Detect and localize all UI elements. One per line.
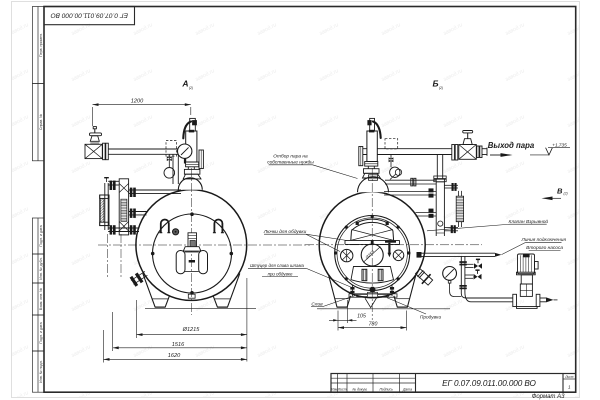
svg-text:Клапан Взрывной: Клапан Взрывной (509, 218, 549, 225)
svg-text:А: А (181, 79, 188, 89)
svg-text:ЕГ 0.07.09.011.00.000 ВО: ЕГ 0.07.09.011.00.000 ВО (442, 379, 536, 388)
svg-text:(2): (2) (439, 86, 443, 90)
svg-text:Справ. №: Справ. № (39, 114, 43, 130)
svg-text:Б: Б (432, 79, 438, 89)
svg-text:Подпись: Подпись (379, 388, 393, 392)
svg-text:Изм: Изм (331, 388, 338, 392)
svg-text:(2): (2) (189, 86, 193, 90)
svg-text:Лист: Лист (337, 388, 347, 392)
svg-text:Формат А3: Формат А3 (532, 394, 565, 400)
svg-text:Подп. и дата: Подп. и дата (39, 322, 43, 343)
svg-text:Ø250: Ø250 (364, 249, 376, 261)
svg-text:Лист: Лист (564, 375, 574, 379)
svg-text:Продувки: Продувки (420, 315, 442, 321)
svg-text:1: 1 (568, 384, 571, 389)
svg-text:1200: 1200 (131, 98, 144, 104)
svg-text:Второго насоса: Второго насоса (526, 245, 563, 251)
svg-text:Линия подключения: Линия подключения (520, 237, 566, 243)
svg-text:Ø1215: Ø1215 (182, 327, 201, 333)
svg-text:Отбор пара на: Отбор пара на (273, 154, 308, 160)
svg-text:Дата: Дата (402, 388, 412, 392)
svg-text:Подп. и дата: Подп. и дата (39, 225, 43, 246)
svg-text:ЕГ 0.07.09.011.00.000 ВО: ЕГ 0.07.09.011.00.000 ВО (51, 11, 128, 18)
svg-text:Выход пара: Выход пара (488, 141, 535, 150)
svg-text:Слив: Слив (311, 301, 323, 307)
svg-text:+1,735: +1,735 (552, 143, 567, 148)
svg-text:Инв. № дубл.: Инв. № дубл. (39, 257, 43, 279)
svg-text:1516: 1516 (172, 342, 185, 348)
svg-text:при обдувке: при обдувке (268, 271, 293, 276)
svg-text:Перв. примен.: Перв. примен. (39, 33, 43, 57)
svg-text:(2): (2) (564, 192, 568, 196)
svg-text:собственные нужды: собственные нужды (267, 160, 314, 166)
svg-text:№ докум.: № докум. (353, 388, 368, 392)
svg-text:В: В (557, 187, 563, 196)
svg-text:1620: 1620 (168, 353, 181, 359)
svg-text:Штуцер для слива шлама: Штуцер для слива шлама (250, 263, 304, 268)
svg-text:Инв. № подл.: Инв. № подл. (39, 360, 43, 382)
svg-text:Взам. инв. №: Взам. инв. № (39, 288, 43, 310)
svg-text:Лючки для обдувки: Лючки для обдувки (263, 229, 307, 235)
svg-text:780: 780 (369, 322, 378, 328)
svg-text:105: 105 (357, 314, 366, 320)
